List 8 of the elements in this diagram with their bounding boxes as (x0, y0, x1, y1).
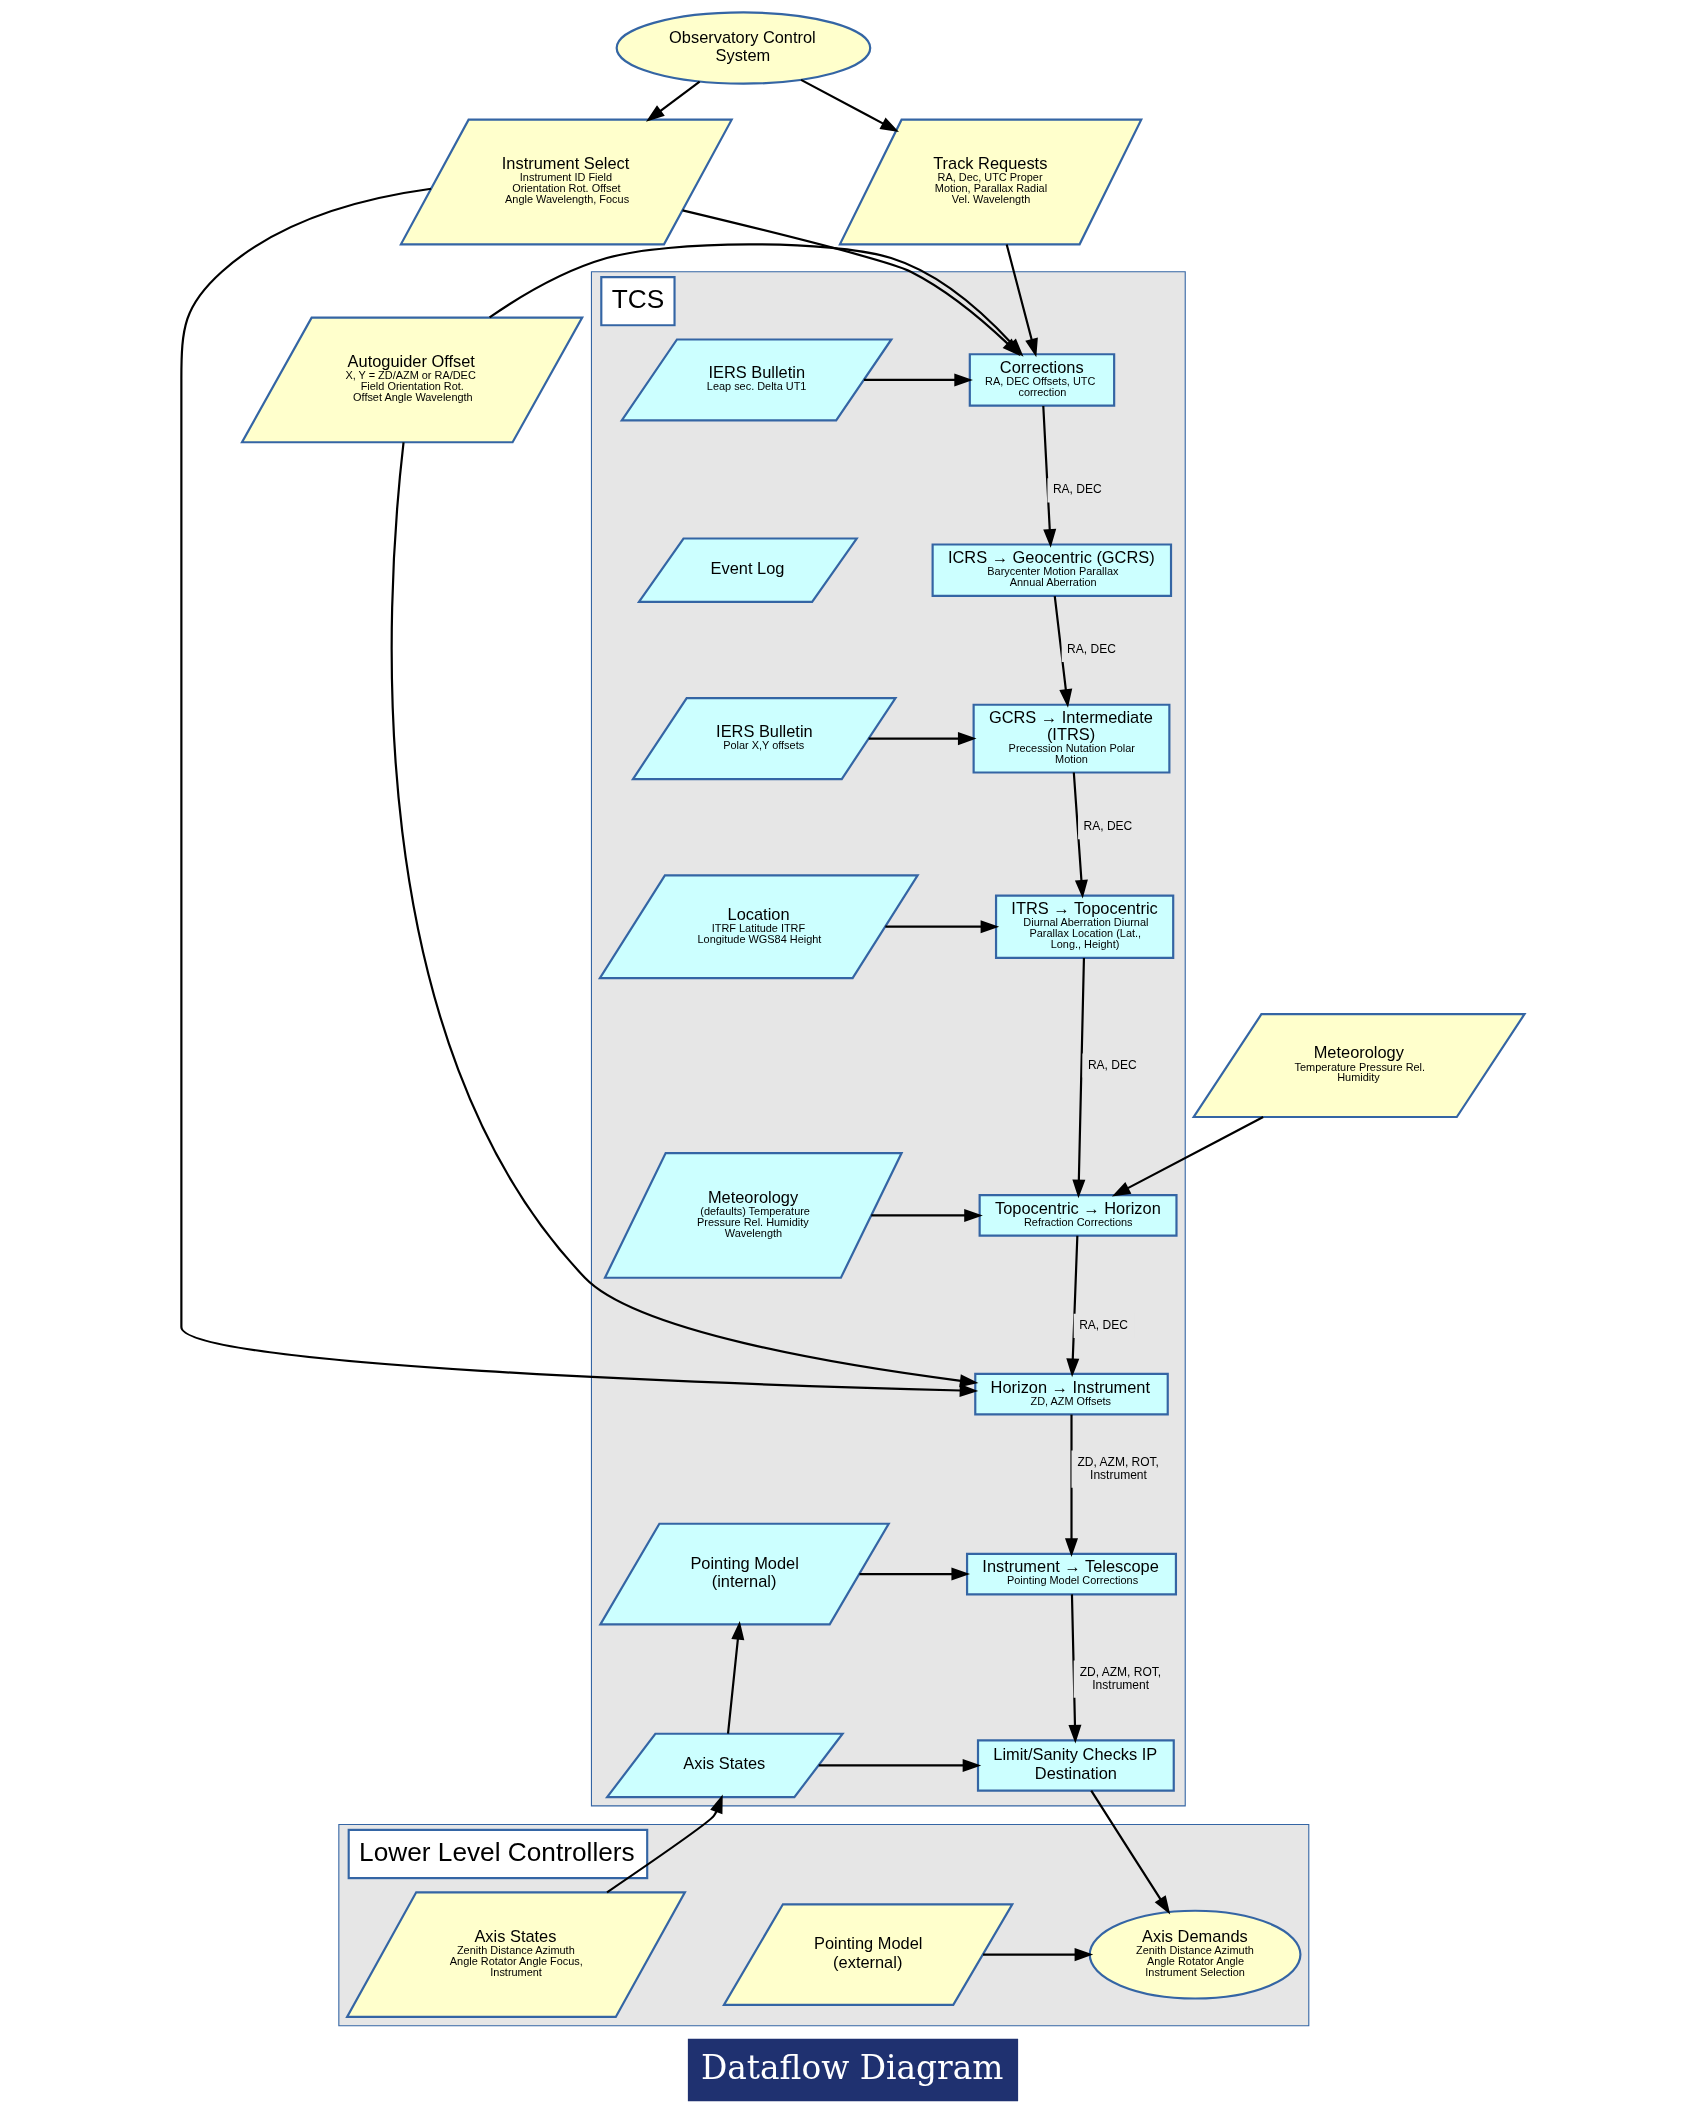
edge-label: RA, DEC (1087, 1057, 1137, 1072)
edge-label: ZD, AZM, ROT, Instrument (1079, 1664, 1162, 1692)
edge-label: RA, DEC (1052, 482, 1102, 497)
edge-label: RA, DEC (1067, 642, 1116, 657)
edge-label: RA, DEC (1083, 819, 1133, 834)
edge-label: ZD, AZM, ROT, Instrument (1077, 1454, 1159, 1482)
caption: Dataflow Diagram (700, 2048, 1004, 2087)
edge-label: RA, DEC (1079, 1317, 1128, 1332)
